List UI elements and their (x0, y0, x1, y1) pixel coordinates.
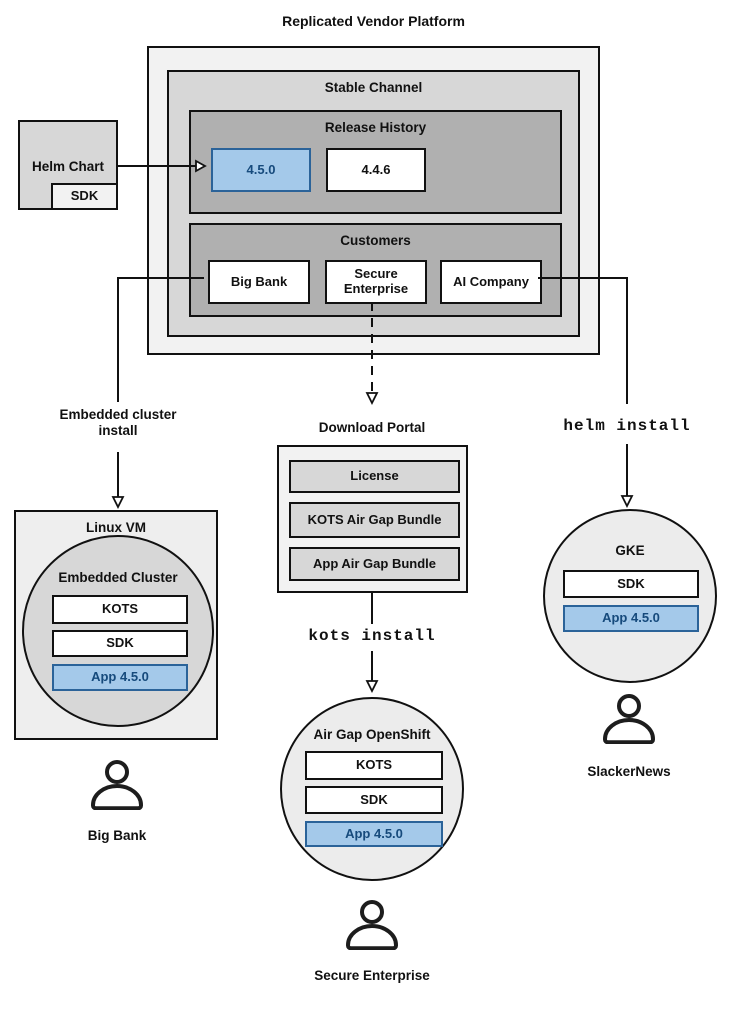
diagram-title: Replicated Vendor Platform (282, 13, 465, 29)
secure-enterprise-user-icon (346, 900, 398, 950)
customer-big-bank: Big Bank (208, 260, 310, 304)
linux-vm-sdk-box: SDK (52, 630, 188, 657)
release-446-box: 4.4.6 (326, 148, 426, 192)
download-portal-box: License KOTS Air Gap Bundle App Air Gap … (277, 445, 468, 593)
gke-label: GKE (615, 543, 645, 558)
release-450-box: 4.5.0 (211, 148, 311, 192)
app-air-gap-bundle-box: App Air Gap Bundle (289, 547, 460, 581)
openshift-sdk-box: SDK (305, 786, 443, 814)
gke-sdk-box: SDK (563, 570, 699, 598)
arrowhead-down-icon (365, 680, 379, 694)
release-history-box: Release History 4.5.0 4.4.6 (189, 110, 562, 214)
embedded-install-label: Embedded cluster install (59, 407, 177, 439)
linux-vm-box: Linux VM Embedded Cluster KOTS SDK App 4… (14, 510, 218, 740)
kots-install-label: kots install (308, 627, 436, 645)
openshift-kots-box: KOTS (305, 751, 443, 780)
license-box: License (289, 460, 460, 493)
linux-vm-kots-box: KOTS (52, 595, 188, 624)
air-gap-openshift-label: Air Gap OpenShift (313, 727, 431, 742)
helm-chart-box: Helm Chart SDK (18, 120, 118, 210)
arrowhead-down-icon (111, 496, 125, 510)
customers-box: Customers Big Bank Secure Enterprise AI … (189, 223, 562, 317)
helm-install-label: helm install (563, 417, 691, 435)
arrowhead-down-icon (620, 495, 634, 509)
arrowhead-down-icon (365, 392, 379, 406)
linux-vm-label: Linux VM (86, 520, 146, 535)
download-portal-label: Download Portal (318, 420, 426, 435)
customer-ai-company: AI Company (440, 260, 542, 304)
kots-air-gap-bundle-box: KOTS Air Gap Bundle (289, 502, 460, 538)
slackernews-user-label: SlackerNews (587, 764, 671, 779)
slackernews-user-icon (603, 694, 655, 744)
gke-app-box: App 4.5.0 (563, 605, 699, 632)
embedded-cluster-circle: Embedded Cluster KOTS SDK App 4.5.0 (22, 535, 214, 727)
release-history-label: Release History (324, 120, 427, 135)
stable-channel-label: Stable Channel (324, 80, 423, 95)
embedded-cluster-label: Embedded Cluster (58, 570, 178, 585)
stable-channel-box: Stable Channel Release History 4.5.0 4.4… (167, 70, 580, 337)
air-gap-openshift-circle: Air Gap OpenShift KOTS SDK App 4.5.0 (280, 697, 464, 881)
gke-circle: GKE SDK App 4.5.0 (543, 509, 717, 683)
secure-enterprise-user-label: Secure Enterprise (314, 968, 430, 983)
big-bank-user-label: Big Bank (87, 828, 147, 843)
customers-label: Customers (340, 233, 411, 248)
openshift-app-box: App 4.5.0 (305, 821, 443, 847)
customer-secure-enterprise: Secure Enterprise (325, 260, 427, 304)
helm-chart-label: Helm Chart (31, 159, 104, 174)
vendor-platform-box: Stable Channel Release History 4.5.0 4.4… (147, 46, 600, 355)
helm-chart-sdk-box: SDK (51, 183, 118, 210)
big-bank-user-icon (91, 760, 143, 810)
linux-vm-app-box: App 4.5.0 (52, 664, 188, 691)
